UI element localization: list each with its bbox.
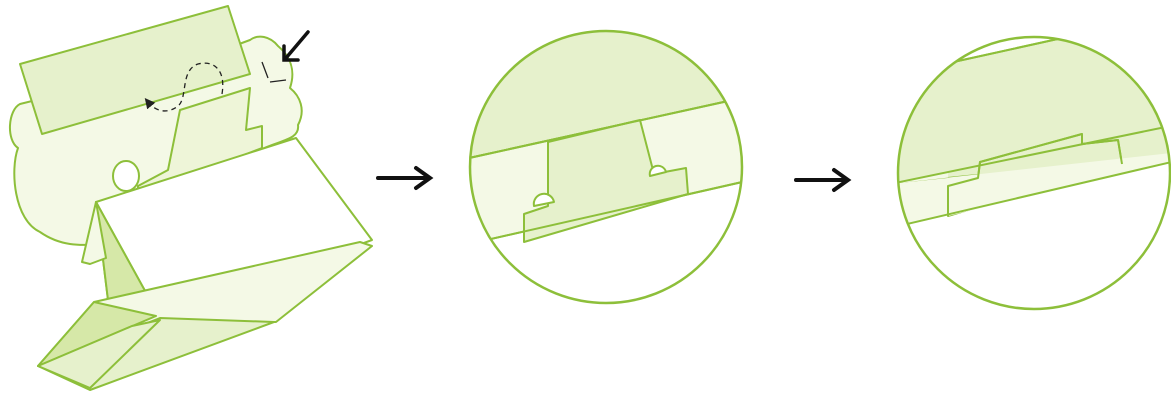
back-panel <box>9 35 303 246</box>
zoom-lower-band <box>898 152 1170 216</box>
lid-panel <box>19 5 251 135</box>
step-3-zoom <box>896 35 1171 311</box>
zoom-circle <box>468 29 744 305</box>
hole <box>112 160 140 192</box>
motion-path-icon <box>144 62 224 112</box>
tray-inner-fold <box>37 319 161 389</box>
pointer-arrow-icon <box>282 30 310 62</box>
notch-right <box>648 164 667 177</box>
right-arrow-icon <box>794 168 852 192</box>
right-arrow-icon <box>376 166 434 190</box>
zoom-circle <box>896 35 1171 311</box>
step-1-assembly <box>9 5 373 391</box>
step-2-zoom <box>468 29 744 305</box>
notch-left <box>532 192 555 207</box>
cut-mark-icon <box>261 61 287 83</box>
left-strip <box>81 201 107 265</box>
